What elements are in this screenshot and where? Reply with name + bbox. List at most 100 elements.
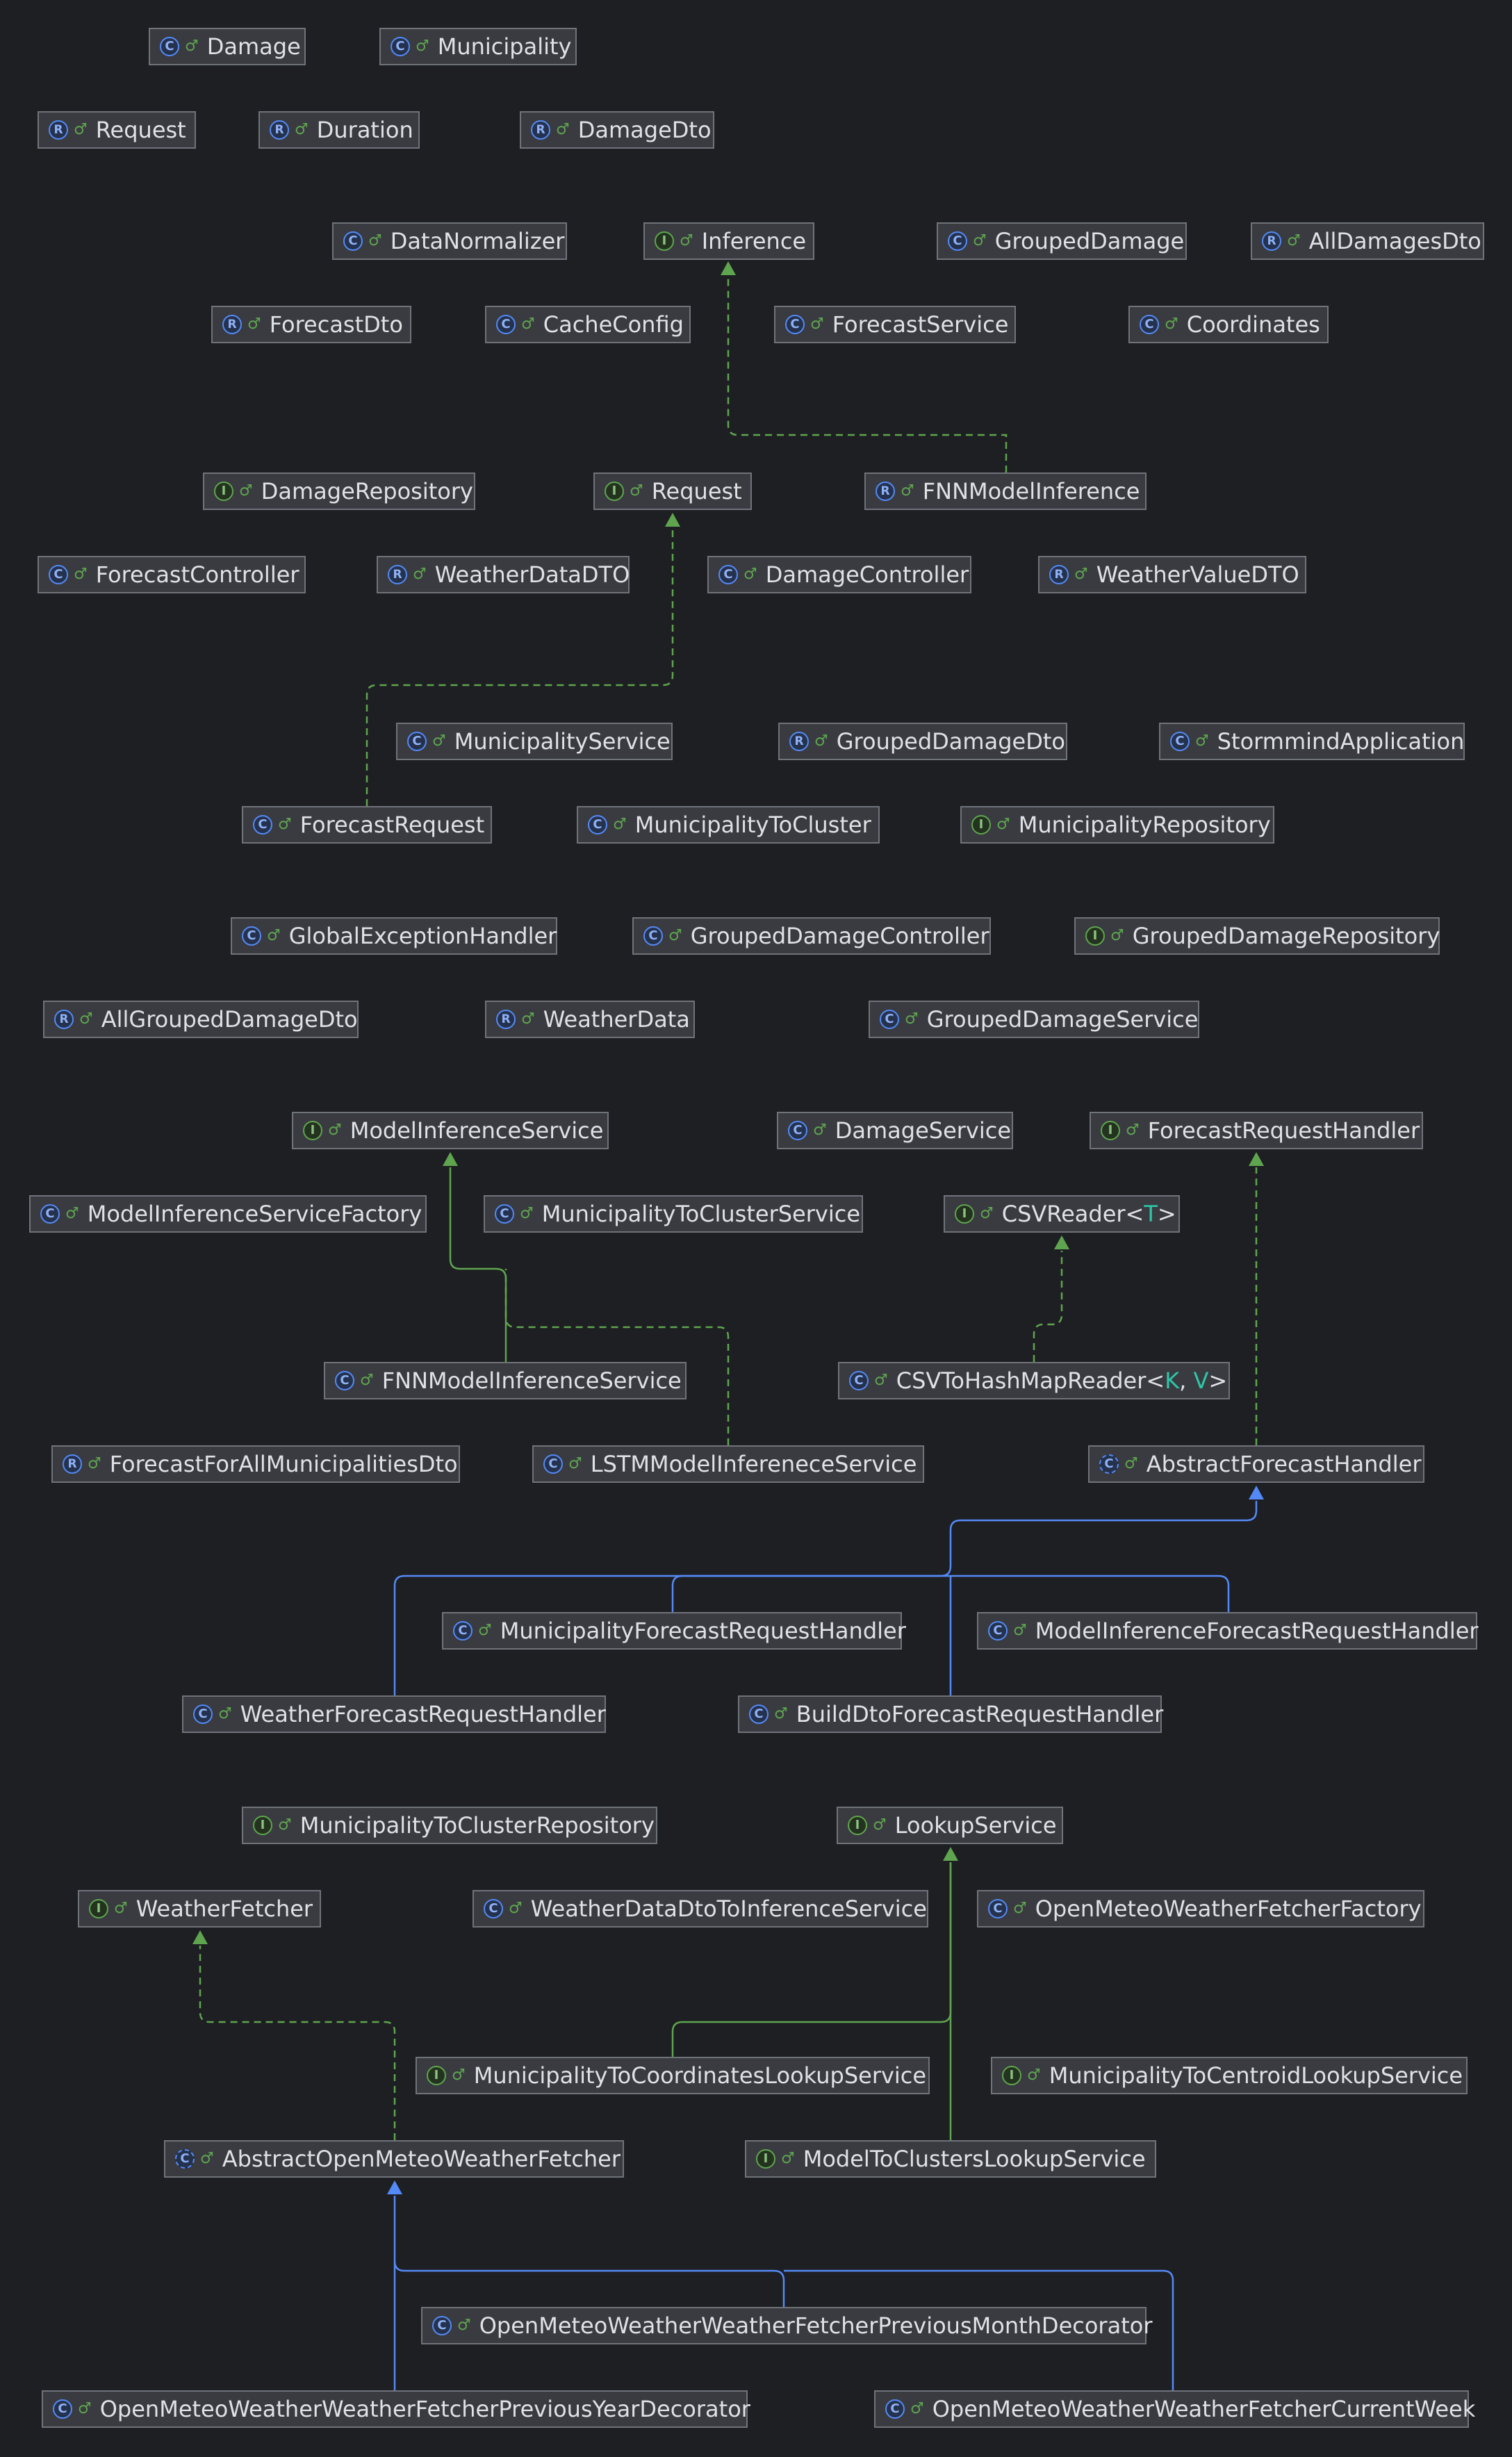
record-icon: R [496, 1010, 516, 1029]
class-node-municipality-repository[interactable]: I♂MunicipalityRepository [960, 806, 1274, 844]
class-node-open-meteo-weather-weather-fetcher-previous-year-decorator[interactable]: C♂OpenMeteoWeatherWeatherFetcherPrevious… [42, 2390, 750, 2428]
class-icon: C [948, 231, 967, 251]
record-icon: R [63, 1454, 82, 1474]
class-node-municipality-to-centroid-lookup-service[interactable]: I♂MunicipalityToCentroidLookupService [991, 2057, 1468, 2094]
class-node-csv-reader[interactable]: I♂CSVReader<T> [944, 1195, 1180, 1233]
class-name: WeatherFetcher [136, 1891, 313, 1926]
class-node-fnn-model-inference-service[interactable]: C♂FNNModelInferenceService [324, 1362, 687, 1399]
interface-icon: I [756, 2149, 775, 2169]
class-node-all-grouped-damage-dto[interactable]: R♂AllGroupedDamageDto [43, 1001, 359, 1038]
class-node-weather-data-dto[interactable]: R♂WeatherDataDTO [377, 556, 630, 593]
class-name: FNNModelInference [923, 474, 1140, 509]
class-name-text: ForecastService [832, 311, 1009, 338]
public-visibility-icon: ♂ [813, 1121, 827, 1139]
public-visibility-icon: ♂ [239, 482, 253, 500]
class-node-municipality-to-cluster-service[interactable]: C♂MunicipalityToClusterService [484, 1195, 863, 1233]
extends-edge [393, 1501, 1258, 1695]
class-node-municipality-to-cluster[interactable]: C♂MunicipalityToCluster [577, 806, 880, 844]
class-node-forecast-service[interactable]: C♂ForecastService [774, 306, 1016, 343]
class-node-lookup-service[interactable]: I♂LookupService [837, 1807, 1063, 1844]
class-node-grouped-damage-dto[interactable]: R♂GroupedDamageDto [778, 723, 1067, 760]
class-node-grouped-damage-service[interactable]: C♂GroupedDamageService [869, 1001, 1199, 1038]
class-node-weather-fetcher[interactable]: I♂WeatherFetcher [78, 1890, 321, 1928]
class-node-damage-service[interactable]: C♂DamageService [777, 1112, 1013, 1149]
class-name: MunicipalityToCentroidLookupService [1049, 2058, 1463, 2093]
class-node-municipality-forecast-request-handler[interactable]: C♂MunicipalityForecastRequestHandler [442, 1612, 906, 1650]
public-visibility-icon: ♂ [368, 232, 382, 249]
class-node-municipality-service[interactable]: C♂MunicipalityService [396, 723, 673, 760]
class-name: WeatherData [543, 1002, 690, 1037]
class-node-fnn-model-inference[interactable]: R♂FNNModelInference [864, 472, 1147, 510]
public-visibility-icon: ♂ [781, 2150, 795, 2167]
class-node-data-normalizer[interactable]: C♂DataNormalizer [332, 222, 567, 260]
class-node-build-dto-forecast-request-handler[interactable]: C♂BuildDtoForecastRequestHandler [738, 1695, 1164, 1733]
class-node-grouped-damage[interactable]: C♂GroupedDamage [937, 222, 1187, 260]
class-node-forecast-controller[interactable]: C♂ForecastController [38, 556, 306, 593]
class-node-cache-config[interactable]: C♂CacheConfig [485, 306, 691, 343]
class-node-model-to-clusters-lookup-service[interactable]: I ♂ ModelToClustersLookupService [745, 2140, 1156, 2178]
class-node-request-interface[interactable]: I♂Request [593, 472, 752, 510]
class-name: OpenMeteoWeatherWeatherFetcherPreviousYe… [100, 2392, 750, 2426]
class-name-text: GlobalExceptionHandler [288, 923, 557, 949]
public-visibility-icon: ♂ [247, 315, 261, 333]
abstract-class-icon: C [175, 2149, 195, 2169]
class-name-text: OpenMeteoWeatherWeatherFetcherPreviousMo… [479, 2312, 1153, 2339]
class-node-weather-value-dto[interactable]: R♂WeatherValueDTO [1038, 556, 1306, 593]
class-node-open-meteo-weather-fetcher-factory[interactable]: C♂OpenMeteoWeatherFetcherFactory [977, 1890, 1424, 1928]
public-visibility-icon: ♂ [874, 1372, 888, 1389]
class-name-text: BuildDtoForecastRequestHandler [796, 1701, 1164, 1727]
class-node-weather-data-dto-to-inference-service[interactable]: C♂WeatherDataDtoToInferenceService [472, 1890, 928, 1928]
class-name-text: DamageController [765, 561, 969, 588]
class-icon: C [1140, 315, 1159, 334]
class-name-text: Duration [316, 117, 413, 143]
class-node-forecast-request[interactable]: C♂ForecastRequest [242, 806, 492, 844]
class-node-model-inference-service[interactable]: I♂ModelInferenceService [292, 1112, 609, 1149]
class-node-weather-data[interactable]: R♂WeatherData [485, 1001, 695, 1038]
class-node-forecast-for-all-municipalities-dto[interactable]: R♂ForecastForAllMunicipalitiesDto [51, 1445, 460, 1483]
class-node-grouped-damage-repository[interactable]: I♂GroupedDamageRepository [1074, 917, 1440, 955]
class-node-stormmind-application[interactable]: C♂StormmindApplication [1159, 723, 1465, 760]
class-node-municipality[interactable]: C♂Municipality [379, 28, 577, 65]
class-node-grouped-damage-controller[interactable]: C♂GroupedDamageController [632, 917, 991, 955]
class-node-open-meteo-weather-weather-fetcher-current-week[interactable]: C♂OpenMeteoWeatherWeatherFetcherCurrentW… [874, 2390, 1475, 2428]
class-icon: C [496, 315, 516, 334]
class-node-damage-controller[interactable]: C♂DamageController [707, 556, 971, 593]
public-visibility-icon: ♂ [630, 482, 643, 500]
class-node-open-meteo-weather-weather-fetcher-previous-month-decorator[interactable]: C♂OpenMeteoWeatherWeatherFetcherPrevious… [421, 2307, 1152, 2344]
class-node-model-inference-service-factory[interactable]: C♂ModelInferenceServiceFactory [29, 1195, 427, 1233]
class-name-text: FNNModelInferenceService [381, 1367, 682, 1394]
class-icon: C [988, 1899, 1008, 1918]
class-node-duration[interactable]: R♂Duration [258, 111, 420, 149]
public-visibility-icon: ♂ [114, 1900, 128, 1917]
class-icon: C [343, 231, 363, 251]
public-visibility-icon: ♂ [1195, 732, 1209, 750]
class-node-municipality-to-cluster-repository[interactable]: I♂MunicipalityToClusterRepository [242, 1807, 657, 1844]
class-node-damage-repository[interactable]: I♂DamageRepository [203, 472, 475, 510]
class-node-coordinates[interactable]: C♂Coordinates [1128, 306, 1329, 343]
class-node-lstm-model-inferenece-service[interactable]: C♂LSTMModelInfereneceService [532, 1445, 924, 1483]
class-name-text: Request [95, 117, 186, 143]
class-name-text: DamageRepository [261, 478, 473, 504]
class-node-inference[interactable]: I♂Inference [643, 222, 814, 260]
class-name-text: WeatherData [543, 1006, 690, 1033]
public-visibility-icon: ♂ [743, 566, 757, 583]
class-node-all-damages-dto[interactable]: R♂AllDamagesDto [1251, 222, 1484, 260]
class-node-model-inference-forecast-request-handler[interactable]: C♂ModelInferenceForecastRequestHandler [977, 1612, 1479, 1650]
class-node-forecast-dto[interactable]: R♂ForecastDto [211, 306, 411, 343]
class-name: GroupedDamageController [691, 919, 989, 953]
class-node-forecast-request-handler[interactable]: I♂ForecastRequestHandler [1090, 1112, 1423, 1149]
class-icon: C [484, 1899, 503, 1918]
class-icon: C [53, 2399, 72, 2419]
class-node-abstract-forecast-handler[interactable]: C♂AbstractForecastHandler [1088, 1445, 1424, 1483]
class-name: ModelToClustersLookupService [803, 2142, 1146, 2176]
class-node-damage[interactable]: C♂Damage [149, 28, 306, 65]
public-visibility-icon: ♂ [1165, 315, 1178, 333]
class-node-abstract-open-meteo-weather-fetcher[interactable]: C♂AbstractOpenMeteoWeatherFetcher [164, 2140, 624, 2178]
class-node-municipality-to-coordinates-lookup-service[interactable]: I♂MunicipalityToCoordinatesLookupService [416, 2057, 930, 2094]
class-name-text: ForecastDto [269, 311, 403, 338]
class-node-damage-dto[interactable]: R♂DamageDto [520, 111, 714, 149]
class-node-csv-to-hash-map-reader[interactable]: C♂CSVToHashMapReader<K, V> [838, 1362, 1230, 1399]
class-node-weather-forecast-request-handler[interactable]: C♂WeatherForecastRequestHandler [182, 1695, 606, 1733]
class-node-global-exception-handler[interactable]: C♂GlobalExceptionHandler [231, 917, 557, 955]
class-node-request[interactable]: R♂Request [38, 111, 196, 149]
